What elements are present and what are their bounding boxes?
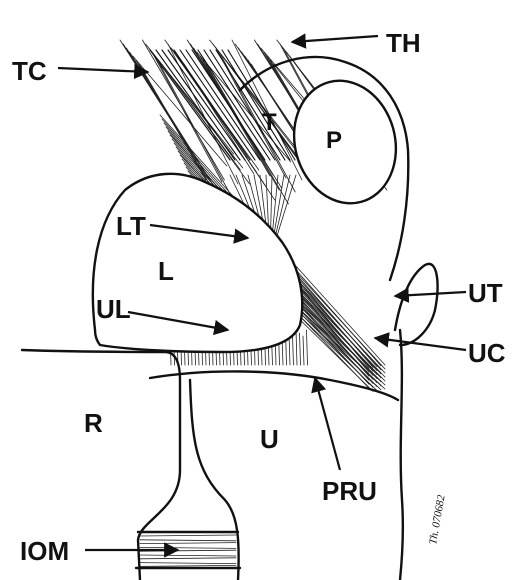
label-ul: UL <box>96 294 131 324</box>
label-iom: IOM <box>20 536 69 566</box>
iom-fiber <box>140 565 236 566</box>
iom-fiber <box>140 563 236 564</box>
ul-fiber <box>296 330 297 365</box>
pru-arrow <box>315 378 340 470</box>
iom-fiber <box>140 535 236 536</box>
label-ut: UT <box>468 278 503 308</box>
iom-fiber <box>140 543 236 544</box>
label-tc: TC <box>12 56 47 86</box>
label-pru: PRU <box>322 476 377 506</box>
label-uc: UC <box>468 338 506 368</box>
th-arrow <box>292 36 378 42</box>
iom-fiber <box>140 540 236 541</box>
label-r: R <box>84 408 103 438</box>
ul-fiber <box>300 333 301 365</box>
ul-fiber <box>303 336 304 365</box>
tc-arrow <box>58 68 148 72</box>
pisiform-outline <box>281 69 410 215</box>
artist-signature: Th. 070682 <box>427 494 448 546</box>
tc-fiber-dark <box>222 50 290 160</box>
label-l: L <box>158 256 174 286</box>
iom-fiber <box>140 547 236 548</box>
ul-fiber <box>293 336 294 365</box>
label-t: T <box>262 109 277 136</box>
label-th: TH <box>386 28 421 58</box>
uc-arrow <box>375 338 466 350</box>
ul-fiber <box>307 330 308 365</box>
iom-fiber <box>140 555 236 556</box>
iom-fiber <box>140 558 236 559</box>
label-lt: LT <box>116 211 146 241</box>
label-p: P <box>326 127 342 154</box>
label-u: U <box>260 424 279 454</box>
ulna-right-outline <box>400 330 403 580</box>
